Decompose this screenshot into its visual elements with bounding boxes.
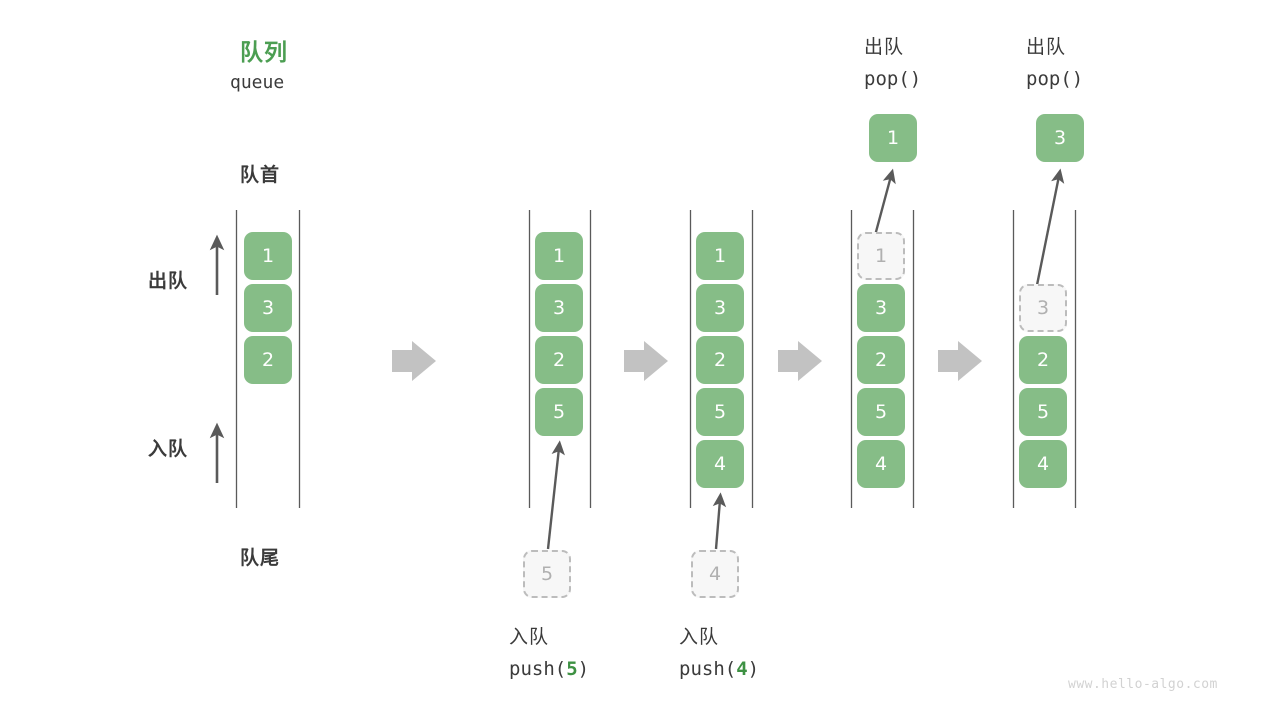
incoming-element-ghost[interactable]: 5 xyxy=(523,550,571,598)
push-arrow-4 xyxy=(712,492,727,550)
queue-cell[interactable]: 2 xyxy=(535,336,583,384)
queue-cell[interactable]: 3 xyxy=(244,284,292,332)
stage-caption-cn: 出队 xyxy=(864,36,905,58)
queue-cell[interactable]: 2 xyxy=(1019,336,1067,384)
stage-caption-code: push(5) xyxy=(509,658,590,680)
incoming-element-ghost[interactable]: 4 xyxy=(691,550,739,598)
stage-caption-code: pop() xyxy=(1026,68,1084,90)
label-queue-front: 队首 xyxy=(240,164,281,186)
vacated-slot-ghost[interactable]: 3 xyxy=(1019,284,1067,332)
caption-arg: 4 xyxy=(736,658,748,680)
flow-arrow-3-4 xyxy=(938,341,982,381)
stage-caption-code: push(4) xyxy=(679,658,760,680)
queue-cell[interactable]: 3 xyxy=(696,284,744,332)
popped-element[interactable]: 1 xyxy=(869,114,917,162)
flow-arrow-1-2 xyxy=(624,341,668,381)
queue-cell[interactable]: 5 xyxy=(696,388,744,436)
queue-cell[interactable]: 3 xyxy=(535,284,583,332)
page-subtitle: queue xyxy=(230,72,285,93)
stage-caption-code: pop() xyxy=(864,68,922,90)
queue-cell[interactable]: 4 xyxy=(696,440,744,488)
queue-cell[interactable]: 5 xyxy=(857,388,905,436)
caption-arg: 5 xyxy=(566,658,578,680)
flow-arrow-0-1 xyxy=(392,341,436,381)
label-enqueue: 入队 xyxy=(148,438,189,460)
label-dequeue: 出队 xyxy=(148,270,189,292)
flow-arrow-2-3 xyxy=(778,341,822,381)
vacated-slot-ghost[interactable]: 1 xyxy=(857,232,905,280)
stage-caption-cn: 出队 xyxy=(1026,36,1067,58)
queue-cell[interactable]: 5 xyxy=(535,388,583,436)
push-arrow-5 xyxy=(546,440,565,550)
queue-cell[interactable]: 2 xyxy=(244,336,292,384)
queue-cell[interactable]: 4 xyxy=(1019,440,1067,488)
stage-caption-cn: 入队 xyxy=(509,626,550,648)
queue-cell[interactable]: 5 xyxy=(1019,388,1067,436)
page-title: 队列 xyxy=(240,40,288,66)
watermark: www.hello-algo.com xyxy=(1068,677,1218,692)
popped-element[interactable]: 3 xyxy=(1036,114,1084,162)
queue-cell[interactable]: 3 xyxy=(857,284,905,332)
queue-cell[interactable]: 1 xyxy=(244,232,292,280)
queue-cell[interactable]: 1 xyxy=(696,232,744,280)
label-queue-rear: 队尾 xyxy=(240,547,281,569)
stage-caption-cn: 入队 xyxy=(679,626,720,648)
queue-cell[interactable]: 4 xyxy=(857,440,905,488)
queue-cell[interactable]: 2 xyxy=(696,336,744,384)
pop-arrow-3 xyxy=(1033,168,1065,296)
queue-cell[interactable]: 1 xyxy=(535,232,583,280)
queue-cell[interactable]: 2 xyxy=(857,336,905,384)
